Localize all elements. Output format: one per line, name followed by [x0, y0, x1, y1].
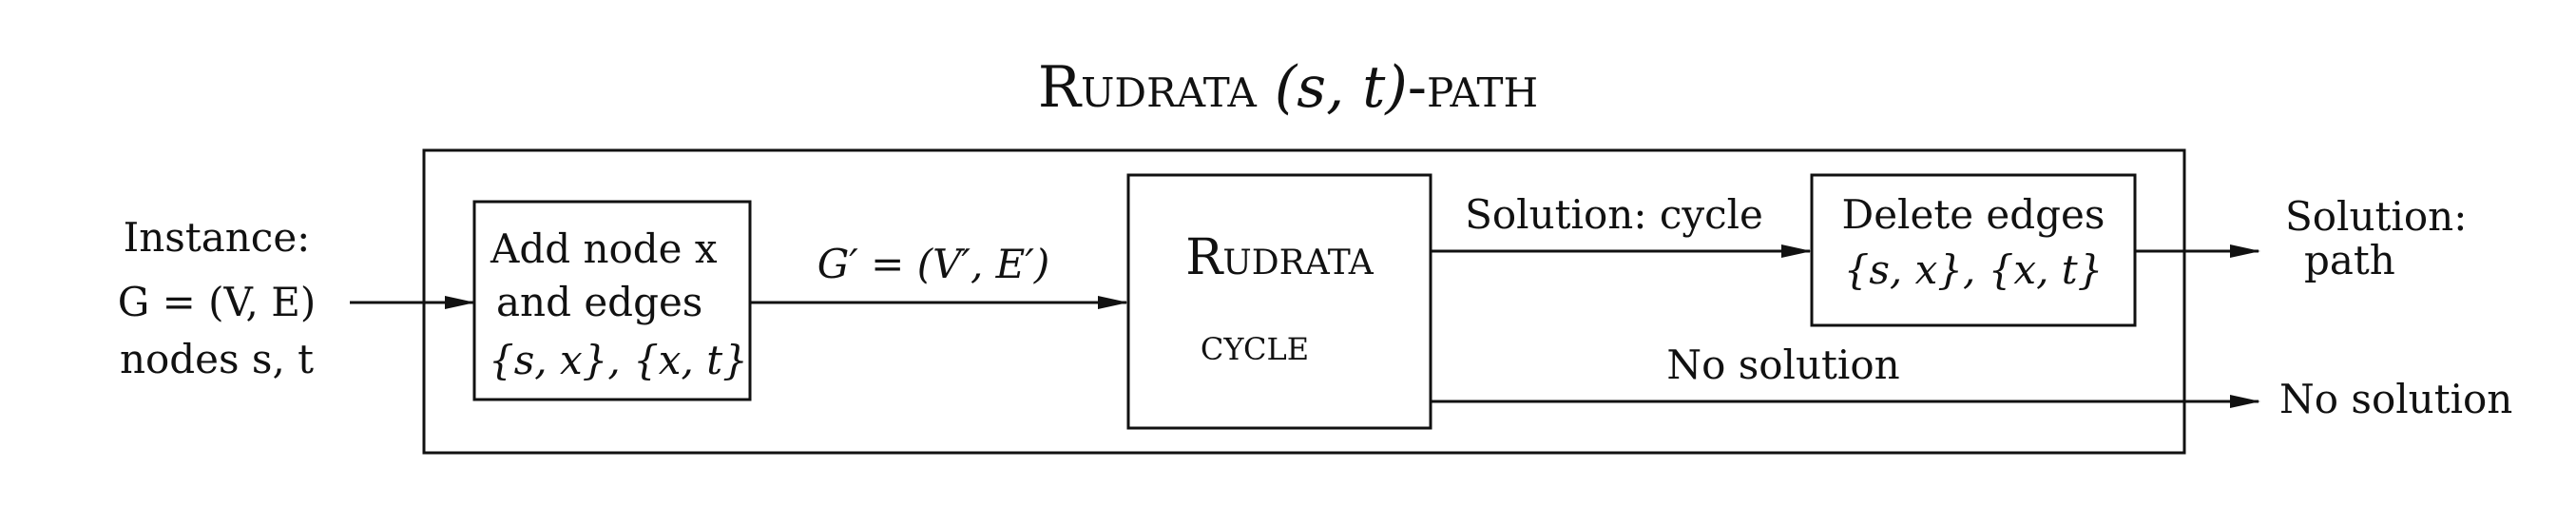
delete-edges-line1: Delete edges: [1842, 191, 2105, 238]
rudrata-cycle-box: [1126, 173, 1432, 430]
add-node-box: [472, 200, 752, 401]
input-nodes-label: nodes s, t: [120, 336, 314, 382]
diagram-title: Rudrata (s, t)-path: [1038, 54, 1538, 121]
output-solution-label: Solution:: [2285, 193, 2467, 240]
add-node-edges: {s, x}, {x, t}: [489, 337, 748, 383]
input-instance-label: Instance:: [124, 214, 311, 261]
delete-edges-box: [1810, 173, 2137, 327]
transformed-graph-label: G′ = (V′, E′): [817, 241, 1050, 287]
rudrata-cycle-line1: Rudrata: [1185, 229, 1375, 286]
delete-edges-line2: {s, x}, {x, t}: [1844, 246, 2104, 293]
no-solution-output-label: No solution: [2279, 376, 2512, 422]
solution-cycle-label: Solution: cycle: [1465, 191, 1763, 238]
add-node-line2: and edges: [496, 279, 702, 325]
add-node-line1: Add node x: [490, 225, 718, 272]
rudrata-cycle-line2: cycle: [1201, 319, 1309, 370]
no-solution-inner-label: No solution: [1666, 342, 1899, 388]
output-path-label: path: [2304, 237, 2395, 283]
input-graph-label: G = (V, E): [118, 279, 317, 325]
